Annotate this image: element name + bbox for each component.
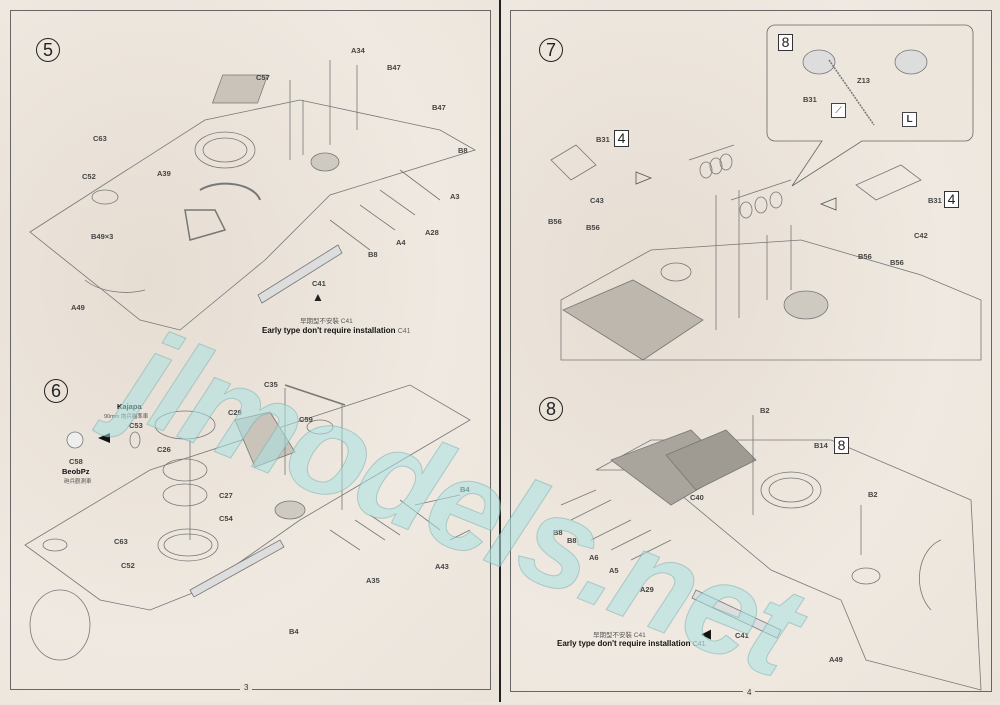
- part-label: A4: [396, 238, 406, 247]
- note-english: Early type don't require installation C4…: [557, 639, 706, 648]
- part-label: C35: [264, 380, 278, 389]
- part-label: C52: [82, 172, 96, 181]
- part-label: B4: [289, 627, 299, 636]
- instruction-page-3: 5 A34 B47 C57 B47 C63 B8 C52 A39 A3 B49×…: [0, 0, 499, 702]
- part-label: A6: [589, 553, 599, 562]
- instruction-page-4: 7 8 Z13 B31 ⟋ L B31 4 C43 B56 B56 B31 4 …: [501, 0, 1000, 702]
- part-label: A34: [351, 46, 365, 55]
- part-label: B47: [387, 63, 401, 72]
- part-label: A43: [435, 562, 449, 571]
- step-number-7: 7: [539, 38, 563, 62]
- note-english: Early type don't require installation C4…: [262, 326, 411, 335]
- part-label: B31: [803, 95, 817, 104]
- part-label: B56: [890, 258, 904, 267]
- variant-name: BeobPz: [62, 467, 90, 476]
- quantity-box: 8: [834, 437, 849, 454]
- part-label: C52: [121, 561, 135, 570]
- part-label: A39: [157, 169, 171, 178]
- part-label: B31: [596, 135, 610, 144]
- part-label: C54: [219, 514, 233, 523]
- part-label: B8: [553, 528, 563, 537]
- part-label: B56: [548, 217, 562, 226]
- part-label: C63: [93, 134, 107, 143]
- page-number: 4: [743, 688, 756, 697]
- part-label: A35: [366, 576, 380, 585]
- step-number-5: 5: [36, 38, 60, 62]
- page-number: 3: [240, 683, 253, 692]
- arrow-up-icon: ▲: [312, 290, 324, 304]
- variant-desc: 砲兵觀測車: [64, 479, 92, 485]
- part-label: C63: [114, 537, 128, 546]
- part-label: C53: [129, 421, 143, 430]
- quantity-box: 4: [944, 191, 959, 208]
- quantity-box: 4: [614, 130, 629, 147]
- part-label: B8: [567, 536, 577, 545]
- part-label: C29: [228, 408, 242, 417]
- part-label: A49: [829, 655, 843, 664]
- part-label: C42: [914, 231, 928, 240]
- part-label: B2: [760, 406, 770, 415]
- part-label: C43: [590, 196, 604, 205]
- part-label: B56: [858, 252, 872, 261]
- part-label: B14: [814, 441, 828, 450]
- part-label: C27: [219, 491, 233, 500]
- part-label: B56: [586, 223, 600, 232]
- note-chinese: 早期型不安裝 C41: [300, 318, 353, 325]
- bend-tool-icon: L: [902, 112, 917, 127]
- part-label: C57: [256, 73, 270, 82]
- part-label: A5: [609, 566, 619, 575]
- part-label: B47: [432, 103, 446, 112]
- part-label: C59: [299, 415, 313, 424]
- note-chinese: 早期型不安裝 C41: [593, 632, 646, 639]
- quantity-box: 8: [778, 34, 793, 51]
- step-number-6: 6: [44, 379, 68, 403]
- part-label: C58: [69, 457, 83, 466]
- step-5-6-assembly-drawing: [24, 60, 476, 661]
- arrow-left-icon: ◀: [701, 626, 711, 641]
- part-label: A28: [425, 228, 439, 237]
- part-label: C26: [157, 445, 171, 454]
- part-label: A3: [450, 192, 460, 201]
- part-label: A49: [71, 303, 85, 312]
- part-label: B31: [928, 196, 942, 205]
- page-divider: [499, 0, 501, 702]
- part-label: B4: [460, 485, 470, 494]
- tweezers-tool-icon: ⟋: [831, 103, 846, 118]
- step-7-8-assembly-drawing: [550, 24, 982, 691]
- part-label: B49×3: [91, 232, 114, 241]
- part-label: C40: [690, 493, 704, 502]
- part-label: B8: [368, 250, 378, 259]
- part-label: C41: [735, 631, 749, 640]
- variant-name: Kajapa: [117, 402, 142, 411]
- variant-desc: 90mm 炮兵瞄準車: [104, 414, 149, 420]
- part-label: B8: [458, 146, 468, 155]
- part-label: B2: [868, 490, 878, 499]
- part-label: Z13: [857, 76, 870, 85]
- step-number-8: 8: [539, 397, 563, 421]
- part-label: A29: [640, 585, 654, 594]
- part-label: C41: [312, 279, 326, 288]
